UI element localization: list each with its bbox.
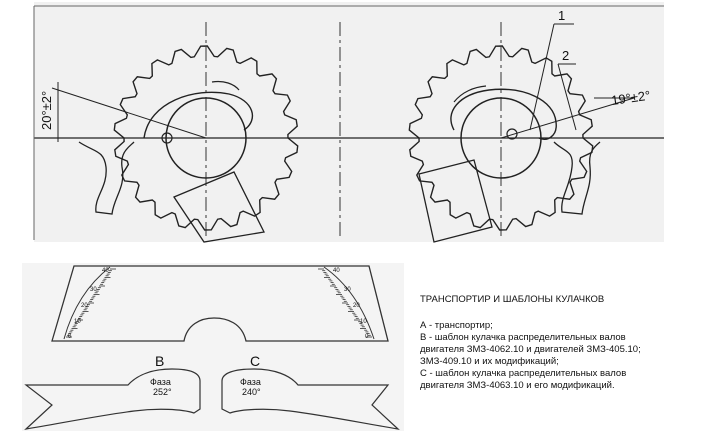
template-b-phase-value: 252° <box>153 387 172 397</box>
protractor-right-tick-label: 40 <box>333 268 340 274</box>
protractor-left-tick-label: 30 <box>90 287 97 293</box>
caption-line: В - шаблон кулачка распределительных вал… <box>420 332 626 343</box>
protractor-svg: 40 30 20 10 0 40 30 20 10 0 B C Фаза 252… <box>24 265 400 430</box>
protractor-right-tick-label: 10 <box>360 319 367 325</box>
protractor-left-tick-label: 10 <box>74 319 81 325</box>
left-cam-lobe <box>143 91 254 139</box>
figure-caption: ТРАНСПОРТИР И ШАБЛОНЫ КУЛАЧКОВ А - транс… <box>420 294 705 392</box>
protractor-left-scale-arc <box>63 266 111 340</box>
caption-line: С - шаблон кулачка распределительных вал… <box>420 368 627 379</box>
template-c <box>221 368 400 430</box>
callout-1-leader <box>529 23 555 131</box>
template-b-letter: B <box>155 353 164 369</box>
protractor-left-tick-label: 20 <box>81 303 88 309</box>
right-sprocket <box>408 45 594 231</box>
right-rotation-arrow <box>453 85 487 103</box>
left-timing-mark <box>161 132 173 144</box>
right-angle-label: 19°±2° <box>610 88 651 108</box>
left-chain-guide <box>173 171 265 243</box>
caption-line: двигателя ЗМЗ-4063.10 и его модификаций. <box>420 380 615 391</box>
left-tappet <box>78 141 135 215</box>
callout-1-label: 1 <box>558 8 565 23</box>
template-c-phase-value: 240° <box>242 387 261 397</box>
right-tappet <box>553 141 601 215</box>
callout-2-label: 2 <box>562 48 569 63</box>
protractor-right-ticks <box>318 268 372 338</box>
right-camshaft-hub <box>460 97 542 179</box>
caption-title: ТРАНСПОРТИР И ШАБЛОНЫ КУЛАЧКОВ <box>420 294 605 305</box>
template-c-letter: C <box>250 353 260 369</box>
left-sprocket <box>113 45 299 231</box>
protractor-and-templates-drawing: 40 30 20 10 0 40 30 20 10 0 B C Фаза 252… <box>22 263 404 431</box>
protractor-right-tick-label: 0 <box>365 334 369 340</box>
right-timing-mark <box>506 128 518 140</box>
protractor-right-scale-arc <box>323 266 375 340</box>
template-b <box>24 368 201 430</box>
protractor-body <box>51 265 389 342</box>
template-c-phase-label: Фаза <box>240 377 261 387</box>
callout-2-leader <box>557 63 577 131</box>
cam-timing-svg: 20°±2° 19°±2° 1 2 <box>33 5 664 243</box>
protractor-left-tick-label: 40 <box>102 268 109 274</box>
caption-line: ЗМЗ-409.10 и их модификаций; <box>420 356 559 367</box>
sprocket-teeth <box>408 45 594 231</box>
caption-line: двигателя ЗМЗ-4062.10 и двигателей ЗМЗ-4… <box>420 344 641 355</box>
template-b-phase-label: Фаза <box>150 377 171 387</box>
caption-line: А - транспортир; <box>420 320 493 331</box>
right-chain-guide <box>418 159 493 243</box>
left-angle-label: 20°±2° <box>39 91 54 130</box>
protractor-left-ticks <box>66 268 116 338</box>
protractor-right-tick-label: 20 <box>353 303 360 309</box>
cam-timing-drawing: 20°±2° 19°±2° 1 2 <box>33 2 664 243</box>
protractor-left-tick-label: 0 <box>68 334 72 340</box>
right-cam-lobe <box>450 88 557 140</box>
left-rotation-arrow <box>211 80 240 91</box>
protractor-right-tick-label: 30 <box>344 287 351 293</box>
right-angle-ray <box>500 97 635 139</box>
sprocket-teeth <box>113 45 299 231</box>
left-camshaft-hub <box>165 97 247 179</box>
left-angle-ray <box>51 87 207 139</box>
